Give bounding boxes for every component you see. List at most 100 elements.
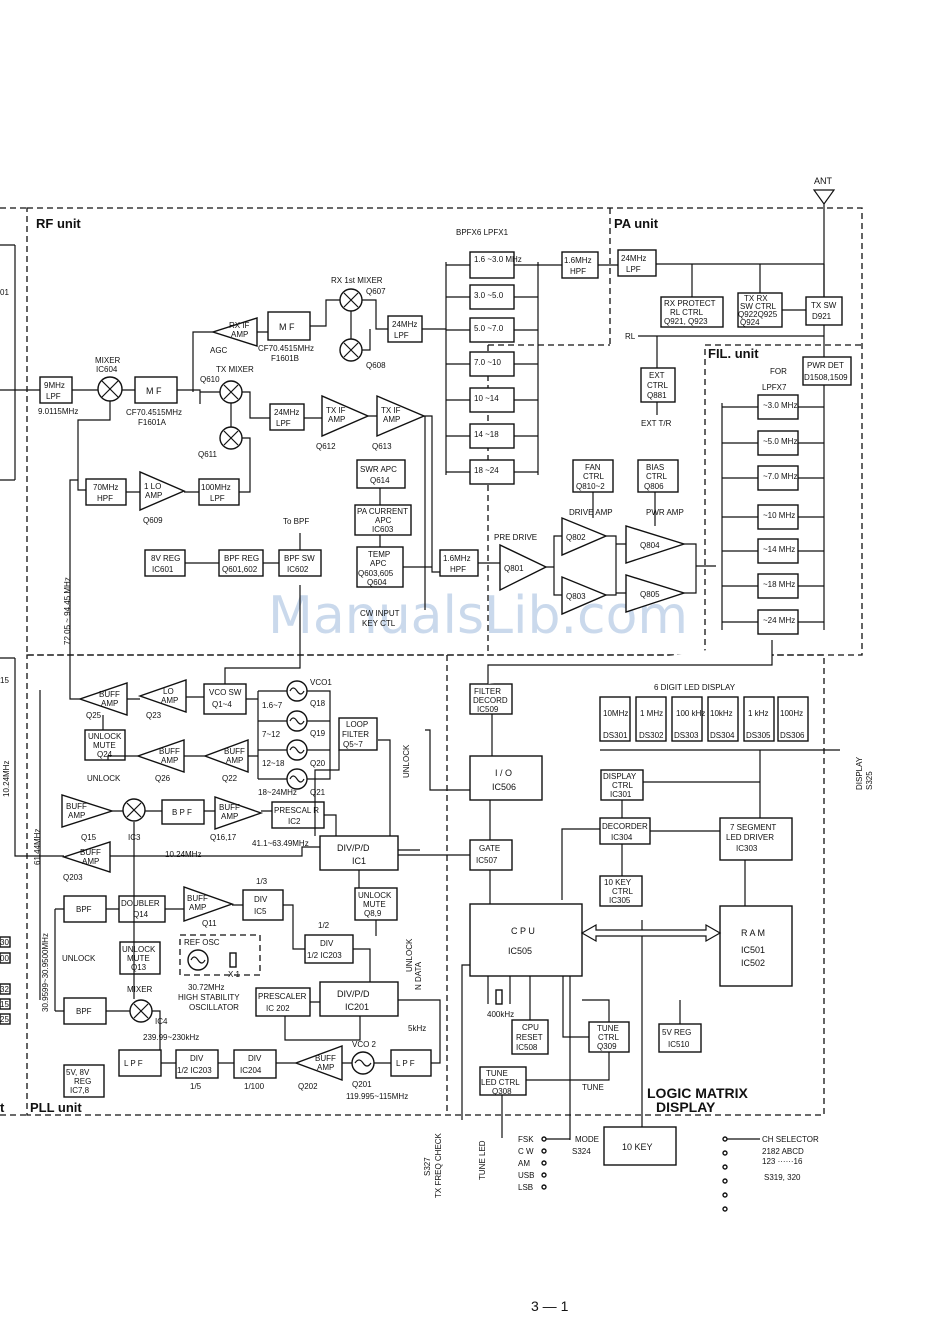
svg-text:AMP: AMP — [145, 491, 162, 500]
svg-text:IC301: IC301 — [610, 790, 632, 799]
svg-text:RX IF: RX IF — [229, 321, 250, 330]
buff-amp-q16: BUFF AMP Q16,17 — [210, 796, 264, 842]
svg-text:Q611: Q611 — [198, 450, 218, 459]
svg-text:BUFF: BUFF — [99, 690, 120, 699]
svg-text:IC507: IC507 — [476, 856, 498, 865]
svg-text:1/2: 1/2 — [318, 921, 330, 930]
svg-text:LPF: LPF — [46, 392, 61, 401]
svg-text:APC: APC — [370, 559, 387, 568]
svg-text:Q803: Q803 — [566, 592, 586, 601]
svg-text:Q806: Q806 — [644, 482, 664, 491]
svg-text:IC5: IC5 — [254, 907, 267, 916]
svg-text:UNLOCK: UNLOCK — [122, 945, 156, 954]
svg-text:24MHz: 24MHz — [274, 408, 299, 417]
svg-text:IC7,8: IC7,8 — [70, 1086, 90, 1095]
ant-label: ANT — [814, 176, 833, 186]
svg-text:9MHz: 9MHz — [44, 381, 65, 390]
svg-text:BUFF: BUFF — [159, 747, 180, 756]
svg-text:10 ~14: 10 ~14 — [474, 394, 499, 403]
svg-text:TUNE: TUNE — [597, 1024, 619, 1033]
svg-text:1.6MHz: 1.6MHz — [564, 256, 592, 265]
tx-rx-sw-ctrl: TX RX SW CTRL Q922Q925 Q924 — [737, 292, 783, 328]
svg-text:7~12: 7~12 — [262, 730, 281, 739]
svg-text:DS302: DS302 — [639, 731, 664, 740]
pa-lpf-24mhz: 24MHz LPF — [617, 249, 657, 277]
s325-label: S325 — [865, 771, 874, 790]
svg-text:TX RX: TX RX — [744, 294, 768, 303]
svg-text:PWR DET: PWR DET — [807, 361, 844, 370]
svg-text:AMP: AMP — [82, 857, 99, 866]
svg-text:TEMP: TEMP — [368, 550, 390, 559]
unlock-mute-q8: UNLOCK MUTE Q8,9 — [354, 887, 398, 921]
svg-text:LO: LO — [163, 687, 174, 696]
svg-text:CH SELECTOR: CH SELECTOR — [762, 1135, 819, 1144]
svg-text:LOOP: LOOP — [346, 720, 368, 729]
svg-text:LED CTRL: LED CTRL — [481, 1078, 520, 1087]
pa-unit-label: PA unit — [614, 216, 659, 231]
svg-text:BPF: BPF — [76, 905, 92, 914]
svg-text:1.6~7: 1.6~7 — [262, 701, 283, 710]
svg-text:BUFF: BUFF — [66, 802, 87, 811]
ram: R A M IC501 IC502 — [719, 905, 793, 987]
pwr-amp-label: PWR AMP — [646, 508, 684, 517]
svg-text:OSCILLATOR: OSCILLATOR — [189, 1003, 239, 1012]
div-pd-ic201: DIV/P/D IC201 — [319, 981, 399, 1017]
svg-text:DIV/P/D: DIV/P/D — [337, 989, 370, 999]
lo-amp-q23: LO AMP Q23 — [137, 679, 187, 720]
svg-text:PRESCALER: PRESCALER — [258, 992, 307, 1001]
svg-text:IC506: IC506 — [492, 782, 516, 792]
svg-text:EXT: EXT — [649, 371, 665, 380]
loop-filter: LOOP FILTER Q5~7 — [338, 717, 378, 751]
svg-text:AMP: AMP — [317, 1063, 334, 1072]
svg-text:Q19: Q19 — [310, 729, 326, 738]
buff-amp-q202: BUFF AMP Q202 — [293, 1044, 343, 1091]
svg-text:10MHz: 10MHz — [603, 709, 628, 718]
edge-ticks: 30 00 32 15 25 — [0, 936, 11, 1025]
ref-osc: REF OSC X 1 30.72MHz HIGH STABILITY OSCI… — [178, 934, 261, 1012]
buff-amp-q26: BUFF AMP Q26 — [135, 739, 185, 783]
span-61-label: 61.44MHz — [33, 829, 42, 865]
svg-text:BUFF: BUFF — [315, 1054, 336, 1063]
svg-text:Q609: Q609 — [143, 516, 163, 525]
ch-selector: CH SELECTOR 2182 ABCD 123 ······16 S319,… — [722, 1135, 819, 1212]
hpf-1-6mhz-tx: 1.6MHz HPF — [439, 549, 479, 577]
svg-text:Q16,17: Q16,17 — [210, 833, 237, 842]
bpf-bank: 1.6 ~3.0 MHz 3.0 ~5.0 5.0 ~7.0 7.0 ~10 1… — [422, 251, 562, 485]
svg-text:B P F: B P F — [172, 808, 192, 817]
svg-text:DISPLAY: DISPLAY — [603, 772, 637, 781]
svg-text:5V REG: 5V REG — [662, 1028, 691, 1037]
svg-text:1/3: 1/3 — [256, 877, 268, 886]
svg-text:IC4: IC4 — [155, 1017, 168, 1026]
svg-text:Q607: Q607 — [366, 287, 386, 296]
svg-text:100 kHz: 100 kHz — [676, 709, 705, 718]
span-30-label: 30.9599~30.9500MHz — [41, 933, 50, 1012]
svg-text:AMP: AMP — [101, 699, 118, 708]
svg-text:IC305: IC305 — [609, 896, 631, 905]
svg-text:10 KEY: 10 KEY — [622, 1142, 653, 1152]
gate-ic507: GATE IC507 — [469, 839, 513, 871]
hpf-70mhz: 70MHz HPF — [85, 478, 127, 506]
reg-5v-8v: 5V, 8V REG IC7,8 — [63, 1064, 105, 1098]
svg-text:FSK: FSK — [518, 1135, 534, 1144]
svg-text:D921: D921 — [812, 312, 832, 321]
svg-text:Q26: Q26 — [155, 774, 171, 783]
svg-text:PA CURRENT: PA CURRENT — [357, 507, 408, 516]
svg-text:DOUBLER: DOUBLER — [121, 899, 160, 908]
svg-text:FILTER: FILTER — [474, 687, 501, 696]
svg-text:CTRL: CTRL — [583, 472, 604, 481]
cpu-ic505: C P U IC505 — [469, 903, 583, 977]
svg-text:CF70.4515MHz: CF70.4515MHz — [126, 408, 182, 417]
svg-text:Q11: Q11 — [202, 919, 217, 928]
svg-text:Q603,605: Q603,605 — [358, 569, 394, 578]
svg-text:100MHz: 100MHz — [201, 483, 231, 492]
pa-current-apc: PA CURRENT APC IC603 — [354, 504, 412, 536]
rl-label: RL — [625, 332, 636, 341]
svg-text:FAN: FAN — [585, 463, 601, 472]
svg-text:Q805: Q805 — [640, 590, 660, 599]
svg-text:DIV/P/D: DIV/P/D — [337, 843, 370, 853]
svg-text:BPF: BPF — [76, 1007, 92, 1016]
svg-text:Q14: Q14 — [133, 910, 149, 919]
svg-text:25: 25 — [0, 1015, 9, 1024]
bpf-2: BPF — [63, 895, 107, 923]
svg-text:L P F: L P F — [396, 1059, 415, 1068]
